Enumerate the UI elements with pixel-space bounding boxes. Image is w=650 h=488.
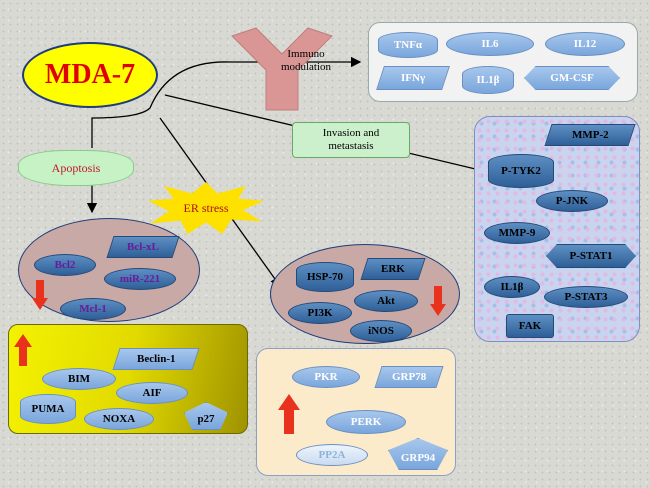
er-up-arrow-icon (278, 394, 300, 434)
down-arrow-icon (32, 280, 48, 310)
puma-cylinder: PUMA (20, 394, 76, 424)
il1b-inv-node: IL1β (484, 276, 540, 298)
grp78-node: GRP78 (374, 366, 444, 388)
akt-node: Akt (354, 290, 418, 312)
erk-node: ERK (360, 258, 426, 280)
il12-node: IL12 (545, 32, 625, 56)
pi3k-node: PI3K (288, 302, 352, 324)
pkr-node: PKR (292, 366, 360, 388)
gmcsf-node: GM-CSF (524, 66, 620, 90)
fak-node: FAK (506, 314, 554, 338)
perk-node: PERK (326, 410, 406, 434)
pstat3-node: P-STAT3 (544, 286, 628, 308)
mcl1-node: Mcl-1 (60, 298, 126, 320)
ptyk2-cylinder: P-TYK2 (488, 154, 554, 188)
invasion-callout: Invasion and metastasis (292, 122, 410, 158)
line-main-curve (91, 107, 151, 148)
bclxl-node: Bcl-xL (106, 236, 180, 258)
il6-node: IL6 (446, 32, 534, 56)
tnfa-cylinder: TNFα (378, 32, 438, 58)
immuno-label: Immuno modulation (280, 48, 332, 73)
aif-node: AIF (116, 382, 188, 404)
mmp2-node: MMP-2 (544, 124, 636, 146)
mmp9-node: MMP-9 (484, 222, 550, 244)
ifng-node: IFNγ (376, 66, 450, 90)
hsp70-cylinder: HSP-70 (296, 262, 354, 292)
pstat1-node: P-STAT1 (546, 244, 636, 268)
mda7-label: MDA-7 (44, 59, 136, 90)
pp2a-node: PP2A (296, 444, 368, 466)
receptor-shape (231, 27, 333, 111)
line-to-immuno (149, 56, 362, 109)
apoptosis-cloud: Apoptosis (18, 150, 134, 186)
mir221-node: miR-221 (104, 268, 176, 290)
pjnk-node: P-JNK (536, 190, 608, 212)
il1b-cylinder: IL1β (462, 66, 514, 94)
bim-node: BIM (42, 368, 116, 390)
inos-node: iNOS (350, 320, 412, 342)
er-down-arrow-icon (430, 286, 446, 316)
mda7-node: MDA-7 (22, 42, 158, 108)
beclin1-node: Beclin-1 (112, 348, 200, 370)
up-arrow-icon (14, 334, 32, 366)
bcl2-node: Bcl2 (34, 254, 96, 276)
noxa-node: NOXA (84, 408, 154, 430)
